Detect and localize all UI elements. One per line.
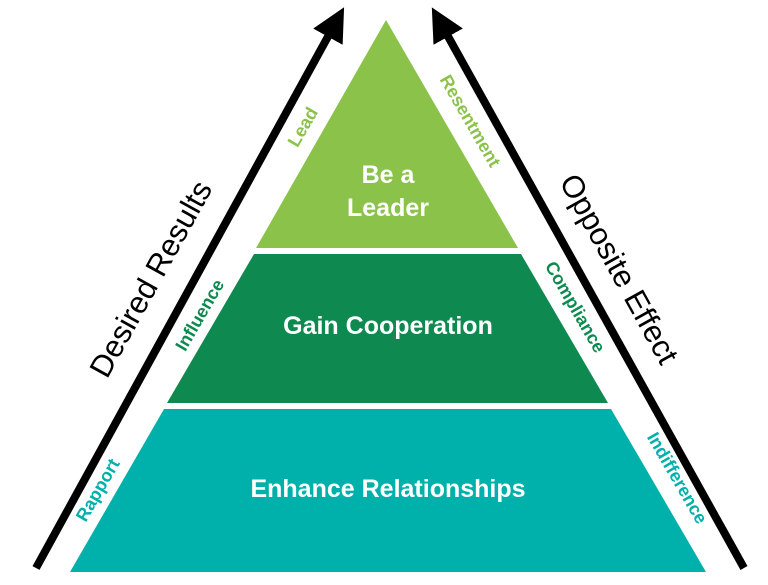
bottom-tier-label: Enhance Relationships — [250, 475, 525, 503]
top-tier-label-line2: Leader — [347, 194, 429, 222]
middle-tier-label: Gain Cooperation — [283, 312, 493, 340]
left-arrow-up-icon — [32, 7, 345, 570]
right-arrow-up-icon — [431, 7, 748, 570]
pyramid-middle-tier — [167, 254, 608, 403]
pyramid-bottom-tier — [70, 409, 706, 572]
pyramid-top-tier — [256, 20, 518, 248]
top-tier-label-line1: Be a — [362, 161, 416, 189]
